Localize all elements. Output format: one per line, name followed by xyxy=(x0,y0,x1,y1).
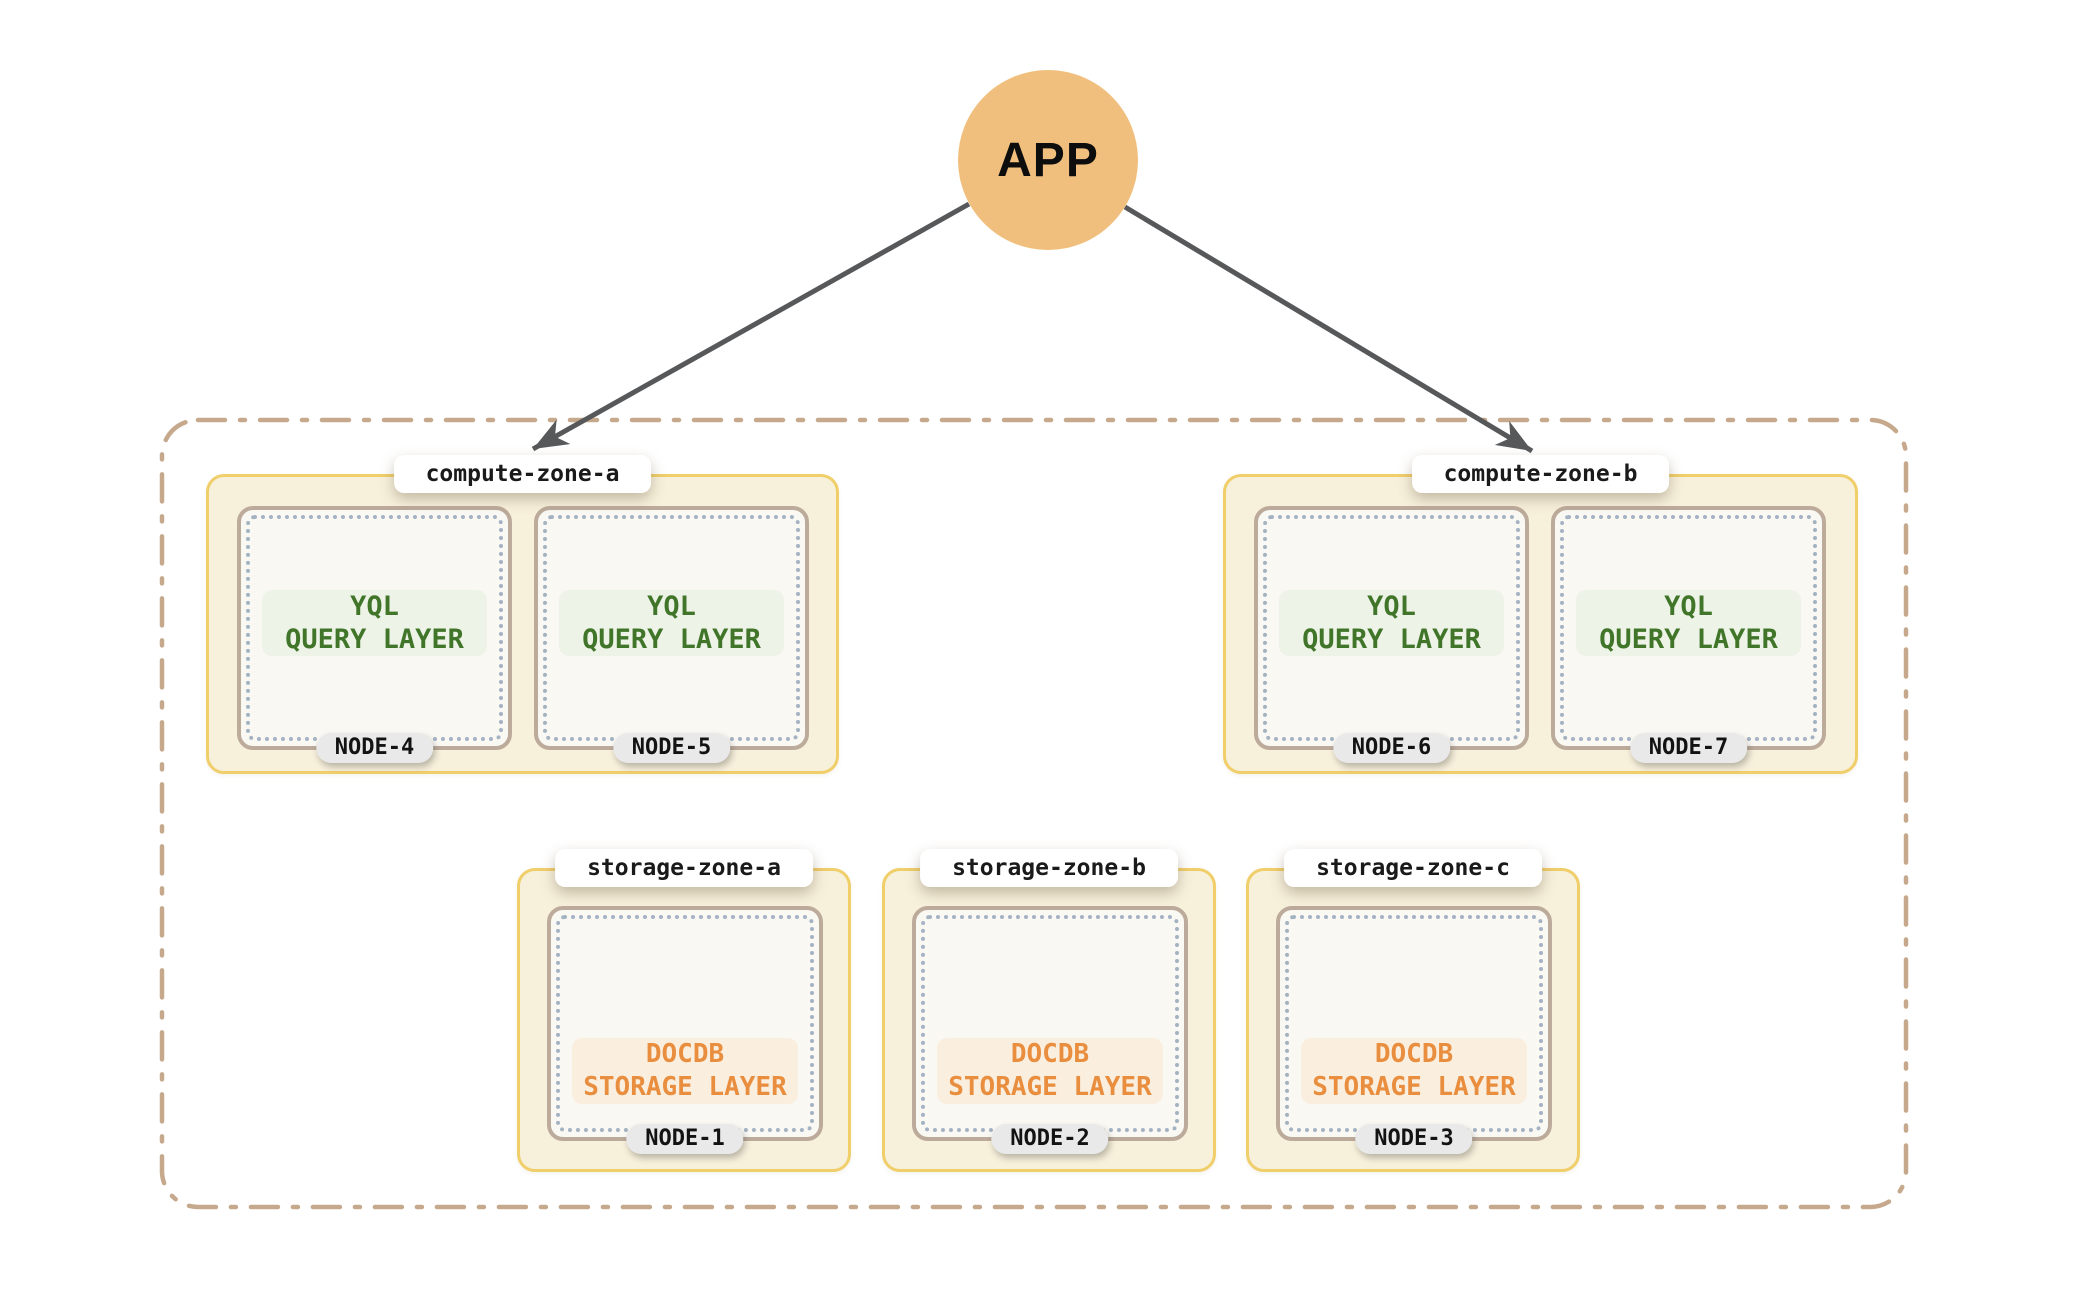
node-6: YQL QUERY LAYER NODE-6 xyxy=(1254,506,1529,763)
layer-type: STORAGE LAYER xyxy=(1312,1072,1516,1103)
app-node: APP xyxy=(958,70,1138,250)
node-1: DOCDB STORAGE LAYER NODE-1 xyxy=(547,906,823,1154)
node-name-badge: NODE-5 xyxy=(612,733,731,763)
zone-compute-a: compute-zone-a YQL QUERY LAYER NODE-4 YQ… xyxy=(206,455,839,774)
docdb-storage-layer-chip: DOCDB STORAGE LAYER xyxy=(937,1038,1163,1105)
zone-storage-b: storage-zone-b DOCDB STORAGE LAYER NODE-… xyxy=(882,849,1216,1172)
layer-type: QUERY LAYER xyxy=(1302,624,1481,656)
node-2: DOCDB STORAGE LAYER NODE-2 xyxy=(912,906,1188,1154)
yql-query-layer-chip: YQL QUERY LAYER xyxy=(559,590,784,657)
yql-query-layer-chip: YQL QUERY LAYER xyxy=(1279,590,1504,657)
layer-type: QUERY LAYER xyxy=(285,624,464,656)
docdb-storage-layer-chip: DOCDB STORAGE LAYER xyxy=(1301,1038,1527,1105)
node-name-badge: NODE-4 xyxy=(315,733,434,763)
layer-type: QUERY LAYER xyxy=(1599,624,1778,656)
node-name-badge: NODE-3 xyxy=(1355,1124,1473,1154)
yql-query-layer-chip: YQL QUERY LAYER xyxy=(1576,590,1801,657)
node-name-badge: NODE-1 xyxy=(626,1124,744,1154)
layer-name: YQL xyxy=(647,591,696,623)
layer-name: YQL xyxy=(350,591,399,623)
layer-name: DOCDB xyxy=(1010,1039,1090,1070)
zone-storage-c: storage-zone-c DOCDB STORAGE LAYER NODE-… xyxy=(1246,849,1580,1172)
zone-label-storage-c: storage-zone-c xyxy=(1284,849,1542,887)
zone-label-compute-b: compute-zone-b xyxy=(1411,455,1670,493)
arrow-app-to-compute-zone-b xyxy=(1123,204,1534,454)
zone-label-compute-a: compute-zone-a xyxy=(393,455,652,493)
node-name-badge: NODE-2 xyxy=(991,1124,1109,1154)
zone-label-storage-a: storage-zone-a xyxy=(555,849,813,887)
yql-query-layer-chip: YQL QUERY LAYER xyxy=(262,590,487,657)
zone-label-storage-b: storage-zone-b xyxy=(920,849,1178,887)
node-name-badge: NODE-7 xyxy=(1629,733,1748,763)
layer-type: STORAGE LAYER xyxy=(948,1072,1152,1103)
node-5: YQL QUERY LAYER NODE-5 xyxy=(534,506,809,763)
zone-compute-b: compute-zone-b YQL QUERY LAYER NODE-6 YQ… xyxy=(1223,455,1858,774)
node-3: DOCDB STORAGE LAYER NODE-3 xyxy=(1276,906,1552,1154)
node-7: YQL QUERY LAYER NODE-7 xyxy=(1551,506,1826,763)
node-name-badge: NODE-6 xyxy=(1332,733,1451,763)
layer-name: DOCDB xyxy=(645,1039,725,1070)
app-label: APP xyxy=(997,133,1099,187)
layer-name: YQL xyxy=(1664,591,1713,623)
layer-type: QUERY LAYER xyxy=(582,624,761,656)
layer-name: DOCDB xyxy=(1374,1039,1454,1070)
zone-storage-a: storage-zone-a DOCDB STORAGE LAYER NODE-… xyxy=(517,849,851,1172)
node-4: YQL QUERY LAYER NODE-4 xyxy=(237,506,512,763)
layer-name: YQL xyxy=(1367,591,1416,623)
docdb-storage-layer-chip: DOCDB STORAGE LAYER xyxy=(572,1038,798,1105)
layer-type: STORAGE LAYER xyxy=(583,1072,787,1103)
arrow-app-to-compute-zone-a xyxy=(531,201,971,452)
